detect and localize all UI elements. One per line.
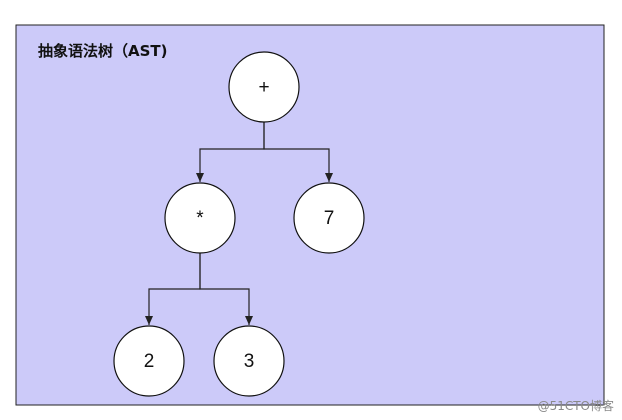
- node-three-label: 3: [244, 351, 255, 372]
- node-times: *: [164, 182, 236, 254]
- node-seven: 7: [293, 182, 365, 254]
- node-plus: +: [228, 51, 300, 123]
- edges-layer: [145, 122, 333, 325]
- node-seven-circle: [293, 182, 365, 254]
- node-plus-circle: [228, 51, 300, 123]
- node-three-circle: [213, 325, 285, 397]
- edge-times-to-three: [199, 253, 253, 325]
- nodes-layer: + * 7 2 3: [113, 51, 365, 397]
- node-times-circle: [164, 182, 236, 254]
- node-plus-label: +: [258, 77, 269, 98]
- node-two-label: 2: [144, 351, 155, 372]
- watermark: @51CTO博客: [537, 399, 614, 413]
- diagram-title: 抽象语法树（AST): [38, 42, 168, 60]
- node-times-label: *: [196, 208, 204, 229]
- node-two: 2: [113, 325, 185, 397]
- edge-plus-to-seven: [263, 122, 333, 182]
- node-two-circle: [113, 325, 185, 397]
- node-seven-label: 7: [324, 208, 335, 229]
- node-three: 3: [213, 325, 285, 397]
